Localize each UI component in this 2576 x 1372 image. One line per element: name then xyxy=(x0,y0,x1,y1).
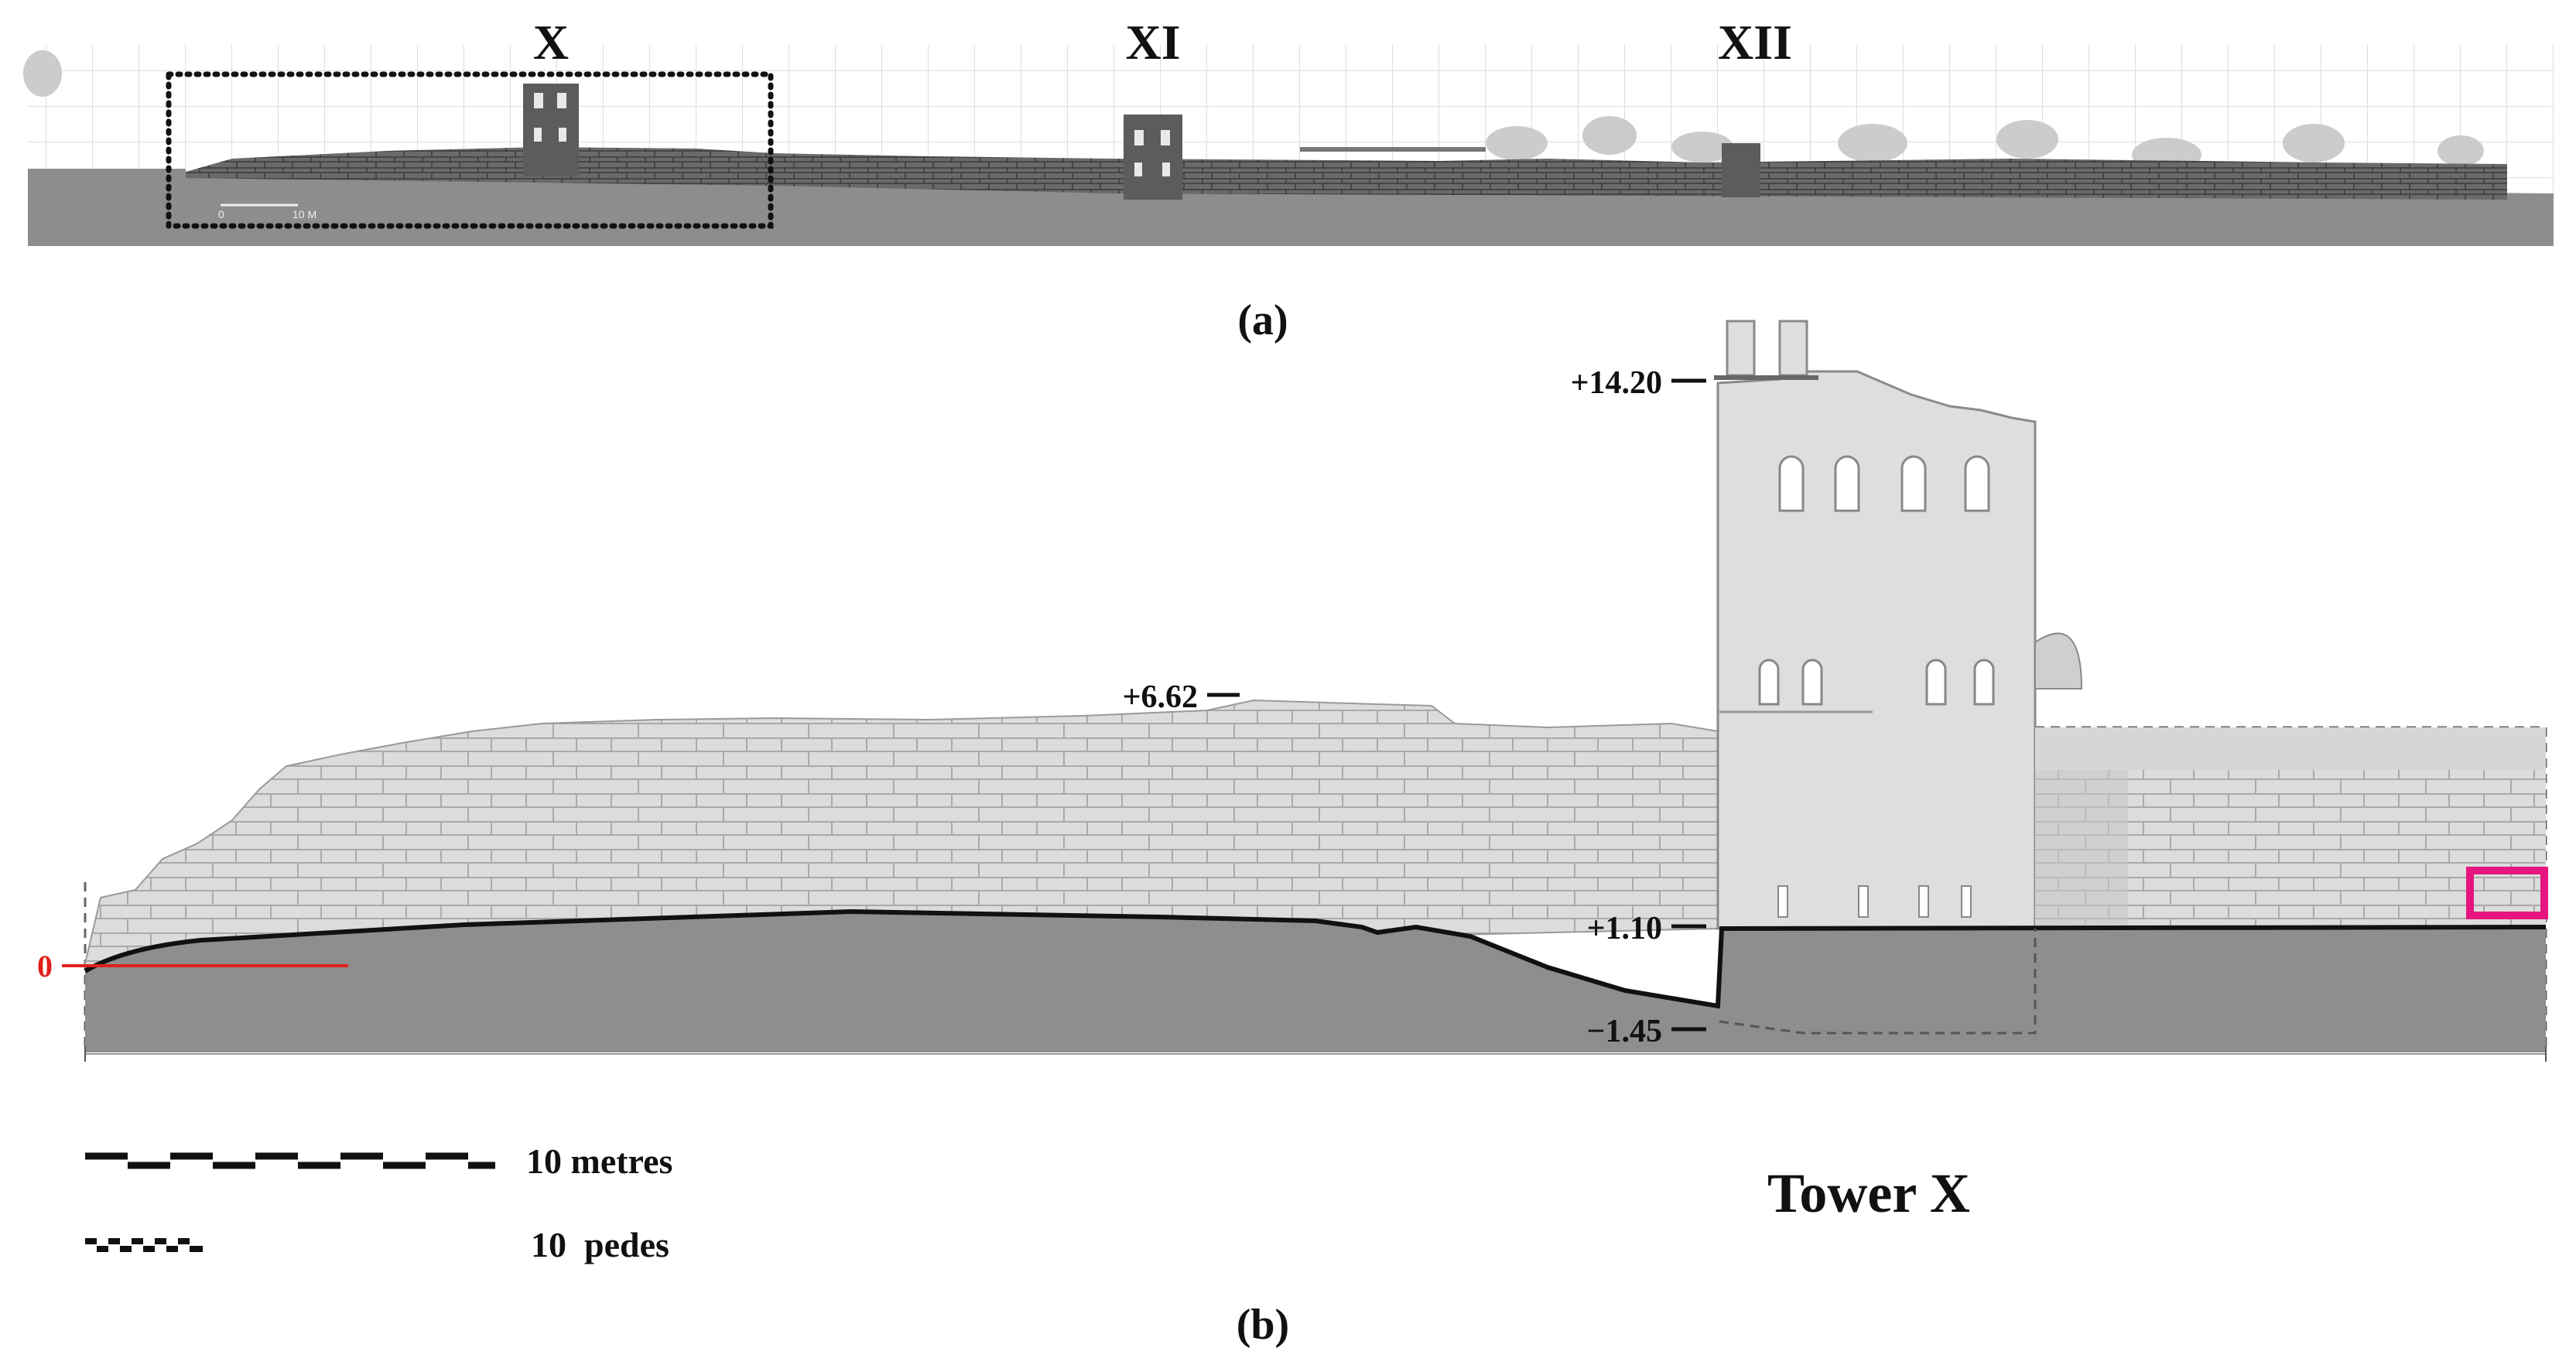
caption-a: (a) xyxy=(1237,296,1288,344)
metres-scale-bar xyxy=(85,1152,495,1169)
tower-upper-windows xyxy=(1778,455,1990,512)
selection-box xyxy=(166,71,774,229)
vegetation-cloud xyxy=(23,50,2484,172)
elevation-zero: 0 xyxy=(37,949,53,984)
tower-label-xii: XII xyxy=(1718,15,1792,70)
panel-a-overview: 0 10 M X XI XII (a) xyxy=(23,15,2554,344)
elevation-top-tower: +14.20 xyxy=(1571,365,1662,401)
panel-b-elevation: 0 +14.20 +6.62 +1.10 −1.45 10 metres 10 … xyxy=(37,320,2548,1349)
caption-b: (b) xyxy=(1237,1301,1289,1349)
tower-xi-small xyxy=(1124,115,1182,200)
tower-label-x: X xyxy=(533,15,569,70)
wall-band-light xyxy=(2035,727,2546,770)
tower-lower-windows xyxy=(1758,659,1995,706)
legend-pedes: 10 pedes xyxy=(531,1225,669,1264)
chimney-left xyxy=(1726,320,1756,377)
pedes-scale-bar xyxy=(85,1238,203,1252)
legend: 10 metres 10 pedes xyxy=(85,1141,672,1264)
ground-section-b xyxy=(85,912,2546,1052)
city-wall xyxy=(84,699,1719,969)
scale-text-a: 10 M xyxy=(292,208,316,221)
tower-title: Tower X xyxy=(1767,1162,1970,1224)
tower-xii-small xyxy=(1722,143,1760,197)
wall-band-a xyxy=(186,147,2507,200)
ground-profile-line xyxy=(84,908,2547,1009)
legend-metres: 10 metres xyxy=(526,1141,672,1181)
tower-label-xi: XI xyxy=(1125,15,1180,70)
elevation-top-wall: +6.62 xyxy=(1123,679,1198,715)
tower-x-small xyxy=(523,84,579,176)
tower-x xyxy=(1716,370,2037,930)
elevation-ground-tower: +1.10 xyxy=(1587,911,1662,946)
dome-remnant xyxy=(2034,632,2083,689)
elevation-low-point: −1.45 xyxy=(1587,1014,1662,1049)
chimney-right xyxy=(1778,320,1808,377)
highlight-box xyxy=(2466,867,2548,919)
scale-zero-a: 0 xyxy=(218,208,224,221)
